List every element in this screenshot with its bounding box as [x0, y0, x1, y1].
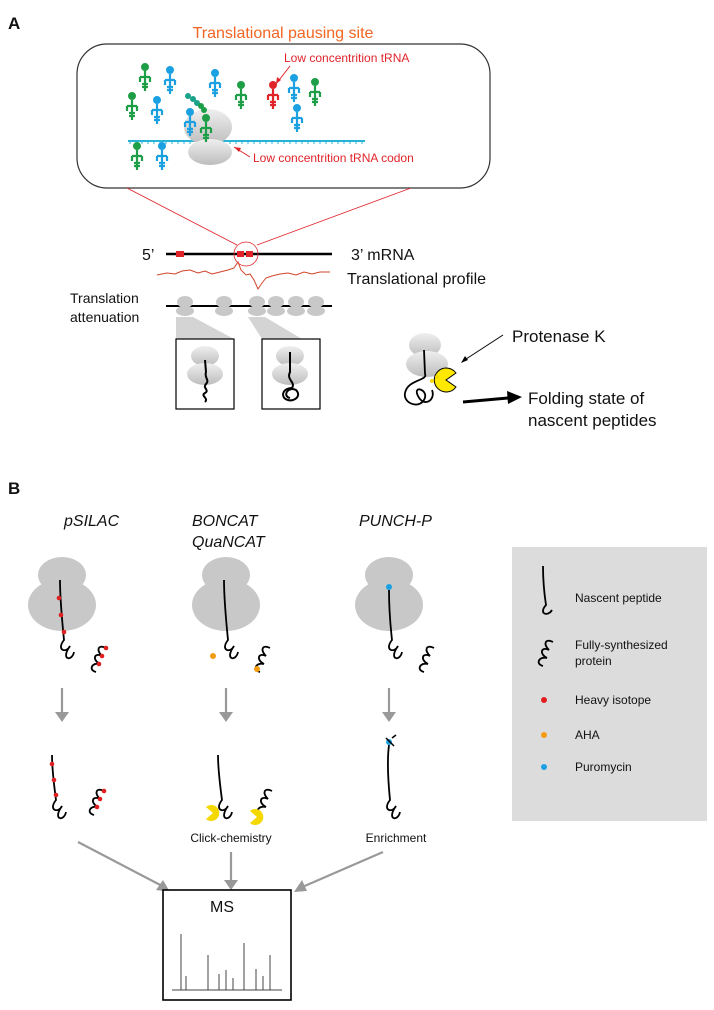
punchp-enriched-peptide [385, 734, 401, 820]
rare-codon [246, 251, 253, 257]
rare-codon [176, 251, 184, 257]
legend-nascent-label: Nascent peptide [575, 591, 662, 605]
legend-heavy-isotope-dot [541, 697, 547, 703]
low-trna-label: Low concentrition tRNA [284, 51, 409, 65]
folding-arrow [462, 396, 509, 404]
legend-nascent-symbol [542, 565, 553, 615]
protease-scheme [403, 333, 457, 406]
pausing-site-circle [233, 241, 259, 267]
method-name-pSILAC: pSILAC [63, 513, 120, 530]
low-codon-label: Low concentrition tRNA codon [253, 151, 414, 165]
profile-label: Translational profile [347, 271, 486, 288]
panel-a-label: A [8, 14, 20, 33]
zoom-wedge-left [176, 317, 234, 339]
legend-aha-dot [541, 732, 547, 738]
zoom-lines [126, 187, 412, 246]
mrna-label: 3’ mRNA [351, 247, 415, 264]
zoom-wedge-right [248, 317, 302, 339]
ribosome-box-right [261, 338, 321, 410]
method-name-QuaNCAT: QuaNCAT [192, 534, 266, 551]
protease-arrow [462, 334, 504, 362]
protease-label: Protenase K [512, 327, 606, 346]
panel-b-label: B [8, 479, 20, 498]
pausing-site-inset: Translational pausing site Low concentri… [76, 25, 491, 189]
attenuation-label-line2: attenuation [70, 309, 139, 325]
legend-full-protein-label-line1: Fully-synthesized [575, 638, 668, 652]
legend-aha-label: AHA [575, 728, 600, 742]
ms-spectrum [172, 934, 282, 991]
inset-title: Translational pausing site [193, 25, 374, 42]
psilac-ribosome [28, 557, 109, 673]
legend-full-protein-label-line2: protein [575, 654, 612, 668]
folding-label-line1: Folding state of [528, 389, 645, 408]
step-arrows [55, 688, 396, 722]
rare-codon [237, 251, 244, 257]
nascent-chain-beads [185, 93, 207, 113]
punchp-ribosome [355, 557, 435, 673]
method-name-BONCAT: BONCAT [192, 513, 259, 530]
method-name-PUNCH-P: PUNCH-P [359, 513, 432, 530]
legend-full-protein-symbol [537, 639, 554, 667]
five-prime-label: 5’ [142, 247, 154, 264]
step-label-click-chemistry: Click-chemistry [190, 831, 271, 845]
translational-profile-trace [156, 260, 330, 291]
ms-arrows [77, 841, 384, 892]
ribosome-box-left [175, 338, 235, 410]
attenuation-label-line1: Translation [70, 290, 139, 306]
psilac-labeled-peptides [49, 754, 107, 820]
legend-puromycin-dot [541, 764, 547, 770]
step-label-enrichment: Enrichment [366, 831, 427, 845]
mass-spec-box: MS [162, 889, 292, 1001]
folding-label-line2: nascent peptides [528, 411, 657, 430]
polysome-ribosomes [176, 296, 325, 316]
ms-label: MS [210, 899, 234, 916]
protease-k-icon [433, 367, 457, 393]
low-concentration-trna [266, 80, 280, 111]
boncat-clicked-peptides [206, 754, 273, 826]
legend-panel: Nascent peptide Fully-synthesized protei… [512, 547, 707, 821]
legend-puromycin-label: Puromycin [575, 760, 632, 774]
boncat-ribosome [192, 557, 271, 673]
legend-heavy-isotope-label: Heavy isotope [575, 693, 651, 707]
